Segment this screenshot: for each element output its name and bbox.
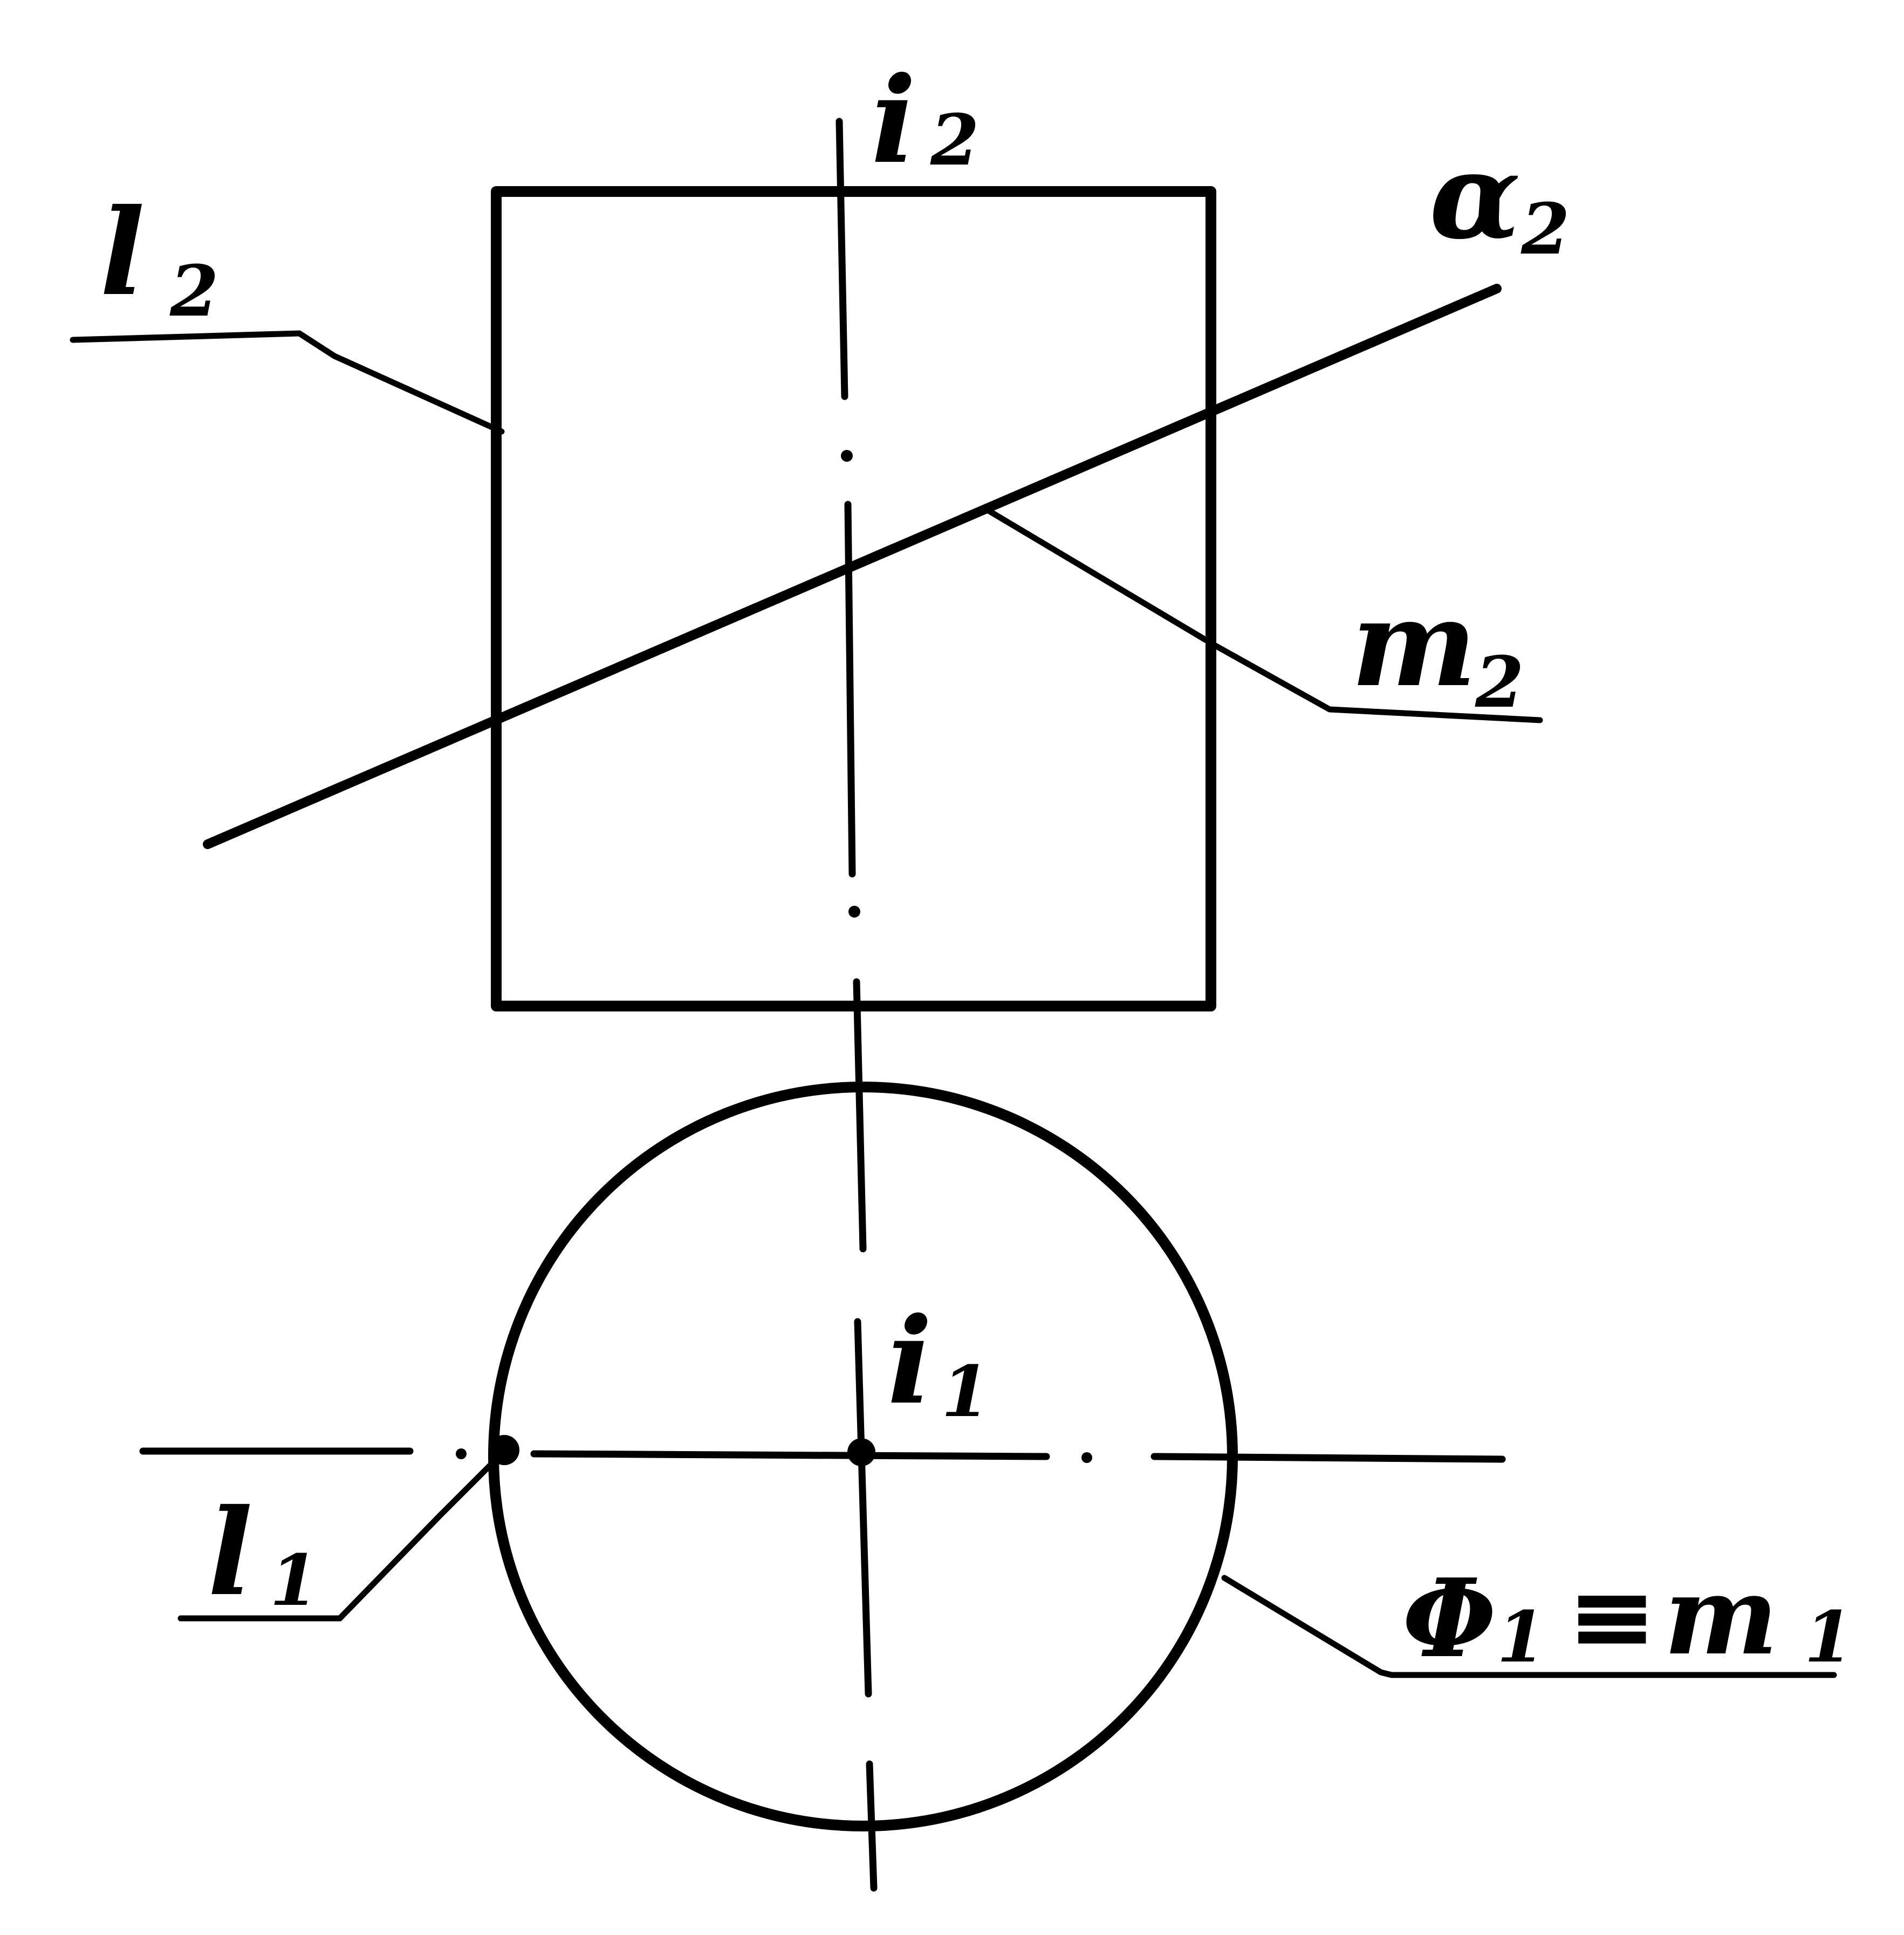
svg-text:m: m — [1351, 573, 1477, 713]
svg-text:i: i — [887, 1291, 933, 1431]
point-i1 — [847, 1438, 875, 1466]
svg-text:2: 2 — [1521, 188, 1570, 270]
m2-leader — [984, 507, 1543, 723]
label-phi1-equiv-m1: Φ 1 ≡ m 1 — [1402, 1553, 1853, 1682]
l1-leader — [177, 1448, 508, 1622]
label-l2: l 2 — [100, 182, 218, 332]
label-m2: m 2 — [1351, 573, 1524, 723]
plane-alpha2-line — [203, 284, 1502, 849]
axis-i2 — [835, 118, 867, 1253]
svg-text:1: 1 — [1497, 1596, 1545, 1678]
svg-text:2: 2 — [169, 250, 218, 332]
label-alpha2: α 2 — [1429, 126, 1570, 270]
horizontal-center-line — [139, 1447, 1506, 1463]
svg-text:m: m — [1664, 1553, 1778, 1679]
l2-leader — [70, 330, 505, 435]
svg-text:1: 1 — [941, 1350, 990, 1433]
svg-text:2: 2 — [930, 99, 979, 181]
label-i2: i 2 — [871, 50, 979, 190]
label-l1: l 1 — [208, 1482, 318, 1622]
vertical-center-line — [854, 1318, 878, 1892]
cylinder-frontal-projection — [491, 186, 1216, 1011]
svg-text:l: l — [100, 182, 145, 322]
svg-text:2: 2 — [1475, 641, 1524, 723]
phi1-m1-leader — [1221, 1575, 1837, 1678]
label-i1: i 1 — [887, 1291, 990, 1433]
svg-text:≡: ≡ — [1567, 1553, 1658, 1679]
svg-text:α: α — [1429, 126, 1521, 265]
svg-text:i: i — [871, 50, 916, 190]
svg-text:1: 1 — [1804, 1596, 1853, 1678]
svg-text:l: l — [208, 1482, 253, 1622]
svg-text:1: 1 — [270, 1539, 318, 1622]
svg-text:Φ: Φ — [1402, 1555, 1496, 1682]
